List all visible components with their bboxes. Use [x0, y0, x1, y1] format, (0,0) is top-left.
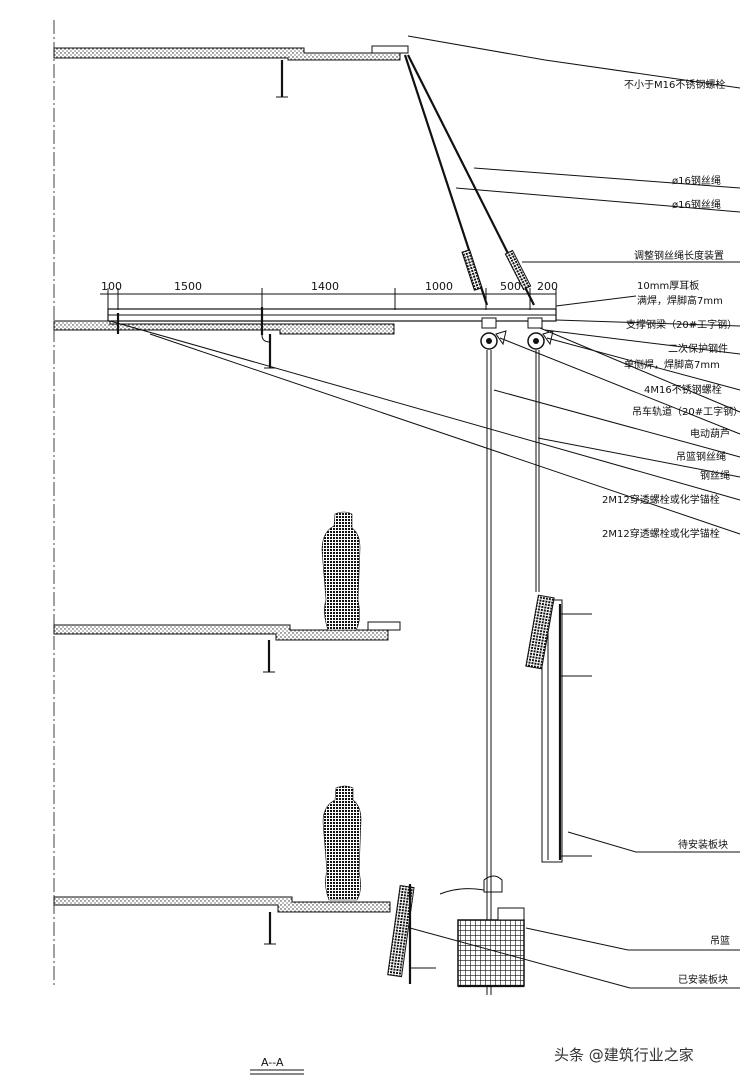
label-text: 调整钢丝绳长度装置	[634, 249, 724, 262]
floor-slab-4	[53, 896, 391, 945]
annotation-labels: 不小于M16不锈钢螺栓 ø16钢丝绳 ø16钢丝绳 调整钢丝绳长度装置 10mm…	[602, 78, 743, 986]
dimension-text: 1400	[311, 280, 339, 293]
label-text: 单侧焊，焊脚高7mm	[624, 358, 720, 371]
label-text: 满焊，焊脚高7mm	[637, 294, 723, 307]
label-text: 10mm厚耳板	[637, 279, 699, 292]
support-steel-beam	[107, 307, 557, 343]
panel-to-be-installed	[525, 594, 592, 863]
label-text: 不小于M16不锈钢螺栓	[624, 78, 725, 91]
hoist-assembly	[480, 317, 554, 350]
label-text: 吊车轨道（20#工字钢）	[632, 405, 743, 418]
label-text: 二次保护钢件	[668, 342, 728, 355]
watermark-text: 头条 @建筑行业之家	[554, 1046, 694, 1064]
worker-figure	[322, 785, 362, 901]
label-text: ø16钢丝绳	[672, 174, 721, 187]
wire-ropes	[403, 54, 535, 306]
worker-figure	[321, 511, 361, 631]
label-text: ø16钢丝绳	[672, 198, 721, 211]
label-text: 吊篮钢丝绳	[676, 450, 726, 463]
leader-lines	[109, 35, 741, 989]
label-text: 4M16不锈钢螺栓	[644, 383, 722, 396]
label-text: 电动葫芦	[690, 427, 730, 440]
label-text: 已安装板块	[678, 973, 728, 986]
dimension-text: 200	[537, 280, 558, 293]
label-text: 2M12穿透螺栓或化学锚栓	[602, 493, 720, 506]
floor-slab-3	[53, 621, 401, 673]
gondola	[439, 875, 525, 988]
label-text: 吊篮	[710, 934, 730, 947]
dimension-text: 100	[101, 280, 122, 293]
dimension-line: 100 1500 1400 1000 500 200	[100, 280, 558, 310]
floor-slab-2	[53, 320, 395, 369]
label-text: 待安装板块	[678, 838, 728, 851]
label-text: 2M12穿透螺栓或化学锚栓	[602, 527, 720, 540]
section-title: A--A	[250, 1056, 304, 1075]
dimension-text: 1500	[174, 280, 202, 293]
installed-panel	[387, 884, 436, 984]
label-text: 钢丝绳	[700, 469, 730, 482]
dimension-text: 500	[500, 280, 521, 293]
label-text: 支撑钢梁（20#工字钢）	[626, 318, 737, 331]
section-title-text: A--A	[261, 1056, 284, 1069]
gondola-ropes	[486, 350, 540, 995]
dimension-text: 1000	[425, 280, 453, 293]
floor-slab-1	[53, 45, 409, 98]
